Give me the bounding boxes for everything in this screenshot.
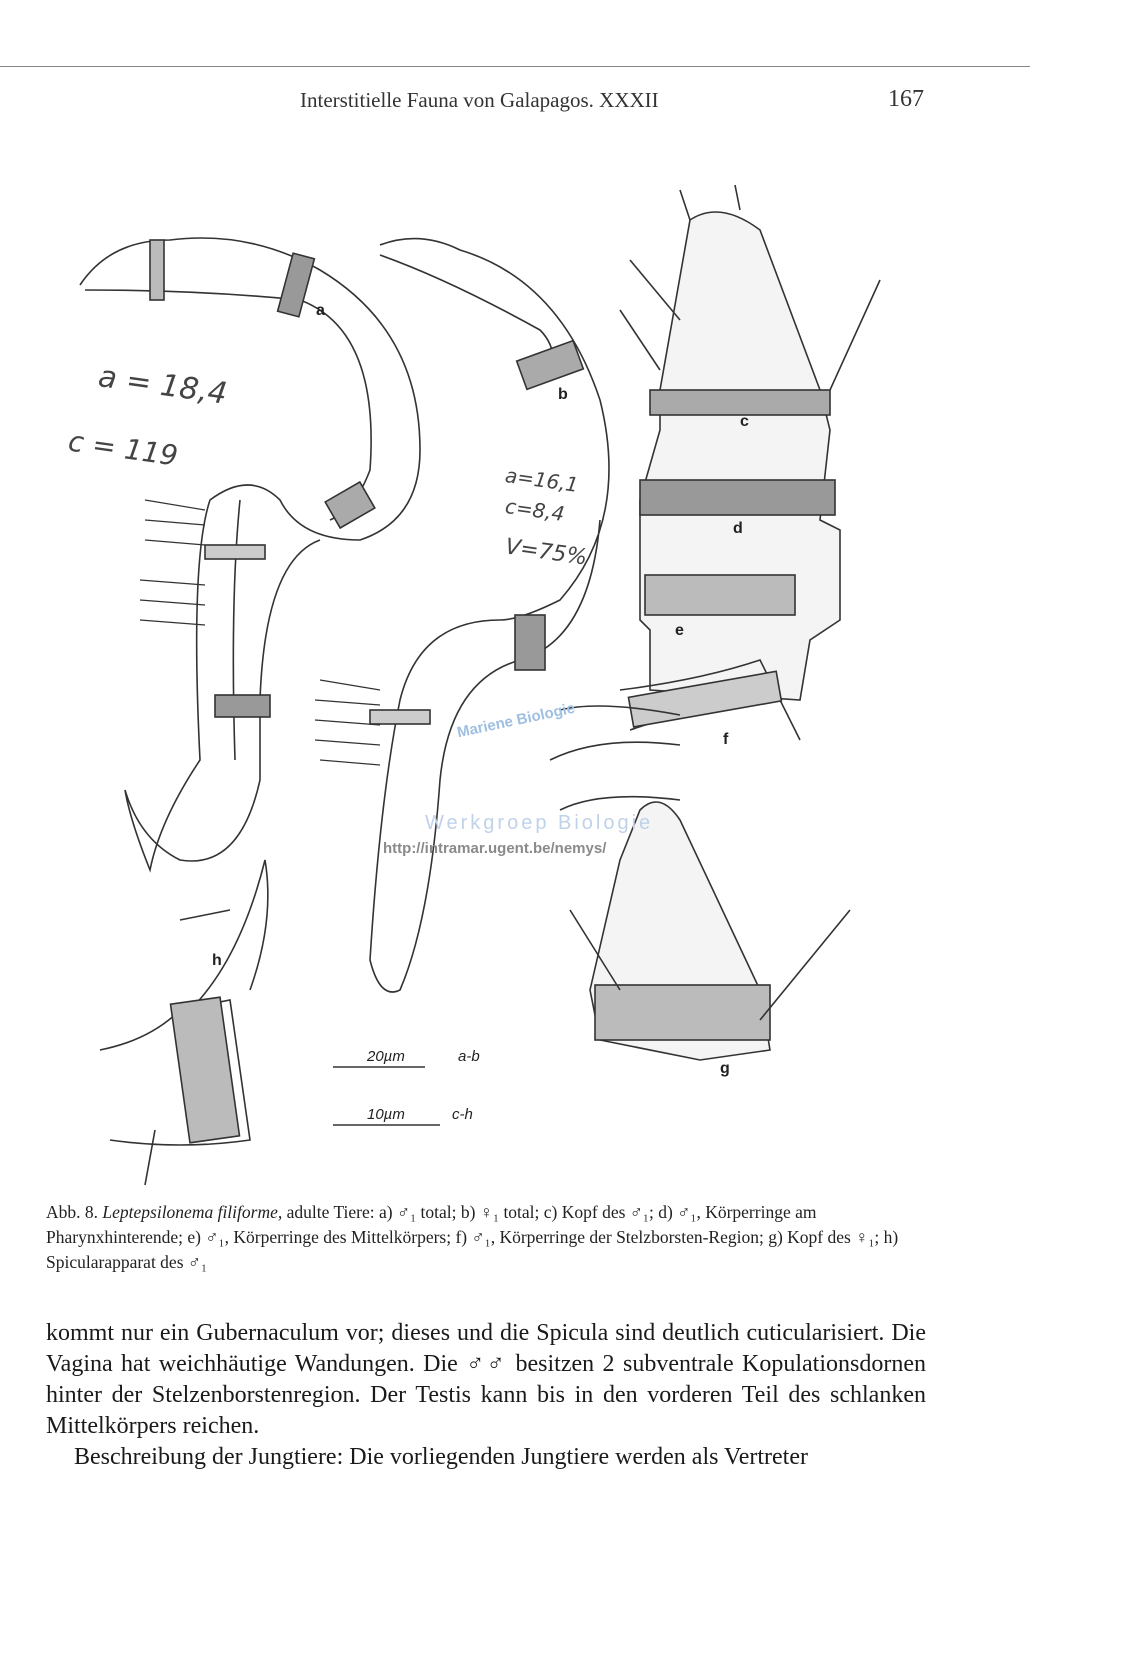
- figure-caption: Abb. 8. Leptepsilonema filiforme, adulte…: [46, 1200, 936, 1275]
- panel-label-a: a: [316, 302, 325, 319]
- header-rule: [0, 66, 1030, 67]
- scale-bar-label-10um: 10µm: [367, 1106, 405, 1123]
- caption-prefix: Abb. 8.: [46, 1202, 99, 1222]
- figure-drawing: [79, 184, 881, 1186]
- panel-label-f: f: [723, 731, 729, 748]
- panel-label-b: b: [558, 386, 568, 403]
- scale-bar-range-ch: c-h: [452, 1106, 473, 1123]
- running-title: Interstitielle Fauna von Galapagos. XXXI…: [300, 88, 659, 112]
- paragraph: Beschreibung der Jungtiere: Die vorliege…: [74, 1444, 808, 1470]
- panel-label-g: g: [720, 1060, 730, 1077]
- scale-bar-label-20um: 20µm: [367, 1048, 405, 1065]
- caption-text: adulte Tiere: a) ♂₁ total; b) ♀₁ total; …: [46, 1202, 899, 1272]
- caption-species: Leptepsilonema filiforme,: [102, 1202, 283, 1222]
- paragraph: kommt nur ein Gubernaculum vor; dieses u…: [46, 1320, 926, 1439]
- panel-c-head: [639, 211, 841, 701]
- worm-a-outline: [79, 237, 421, 873]
- watermark-url: http://intramar.ugent.be/nemys/: [383, 840, 607, 857]
- page-number: 167: [888, 86, 924, 112]
- panel-label-d: d: [733, 520, 743, 537]
- watermark-line2: Werkgroep Biologie: [425, 812, 654, 834]
- scale-bar-range-ab: a-b: [458, 1048, 480, 1065]
- panel-label-h: h: [212, 952, 222, 969]
- body-text: kommt nur ein Gubernaculum vor; dieses u…: [46, 1318, 926, 1473]
- panel-label-c: c: [740, 413, 749, 430]
- panel-label-e: e: [675, 622, 684, 639]
